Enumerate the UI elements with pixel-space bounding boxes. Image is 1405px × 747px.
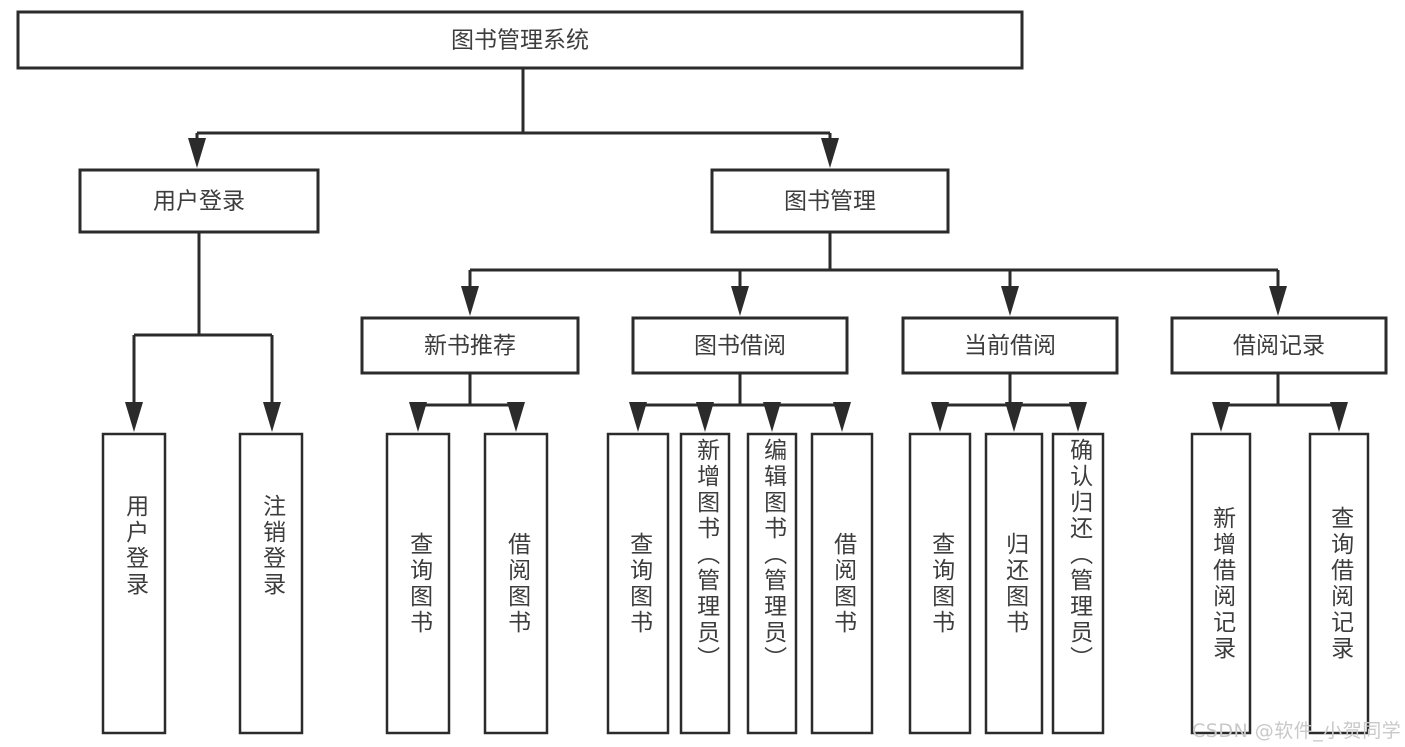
leaf-leaf-add-record-box[interactable] — [1190, 432, 1252, 735]
book-borrow-arrow-3 — [833, 402, 851, 432]
node-new-book-recommend-label: 新书推荐 — [424, 333, 516, 359]
book-borrow-arrow-0 — [629, 402, 647, 432]
node-book-manage-label: 图书管理 — [784, 189, 876, 215]
current-borrow-arrow-0 — [931, 402, 949, 432]
node-book-borrow-box[interactable] — [631, 316, 849, 375]
book-manage-arrow-1 — [731, 286, 749, 316]
node-root-box[interactable] — [16, 10, 1024, 70]
new-book-recommend-arrow-1 — [507, 402, 525, 432]
root-arrow-1 — [821, 138, 839, 168]
node-borrow-record-label: 借阅记录 — [1233, 333, 1325, 359]
leaf-leaf-query-book-1-box[interactable] — [385, 432, 451, 735]
book-borrow-arrow-2 — [763, 402, 781, 432]
current-borrow-arrow-2 — [1069, 402, 1087, 432]
node-book-borrow-label: 图书借阅 — [694, 333, 786, 359]
leaf-leaf-add-book-box[interactable] — [679, 432, 731, 735]
leaf-leaf-return-book-box[interactable] — [984, 432, 1044, 735]
node-root-label: 图书管理系统 — [451, 28, 589, 54]
leaf-leaf-logout-box[interactable] — [238, 432, 304, 735]
book-manage-arrow-3 — [1269, 286, 1287, 316]
user-login-arrow-1 — [263, 402, 281, 432]
leaf-leaf-confirm-return-box[interactable] — [1051, 432, 1105, 735]
node-book-manage-box[interactable] — [710, 168, 950, 234]
node-borrow-record-box[interactable] — [1170, 316, 1388, 375]
watermark-text: CSDN @软件_小贺同学 — [1192, 720, 1402, 742]
root-arrow-0 — [188, 138, 206, 168]
user-login-arrow-0 — [125, 402, 143, 432]
node-new-book-recommend-box[interactable] — [360, 316, 580, 375]
node-current-borrow-label: 当前借阅 — [964, 333, 1056, 359]
node-current-borrow-box[interactable] — [901, 316, 1119, 375]
leaf-leaf-borrow-book-1-box[interactable] — [483, 432, 549, 735]
leaf-leaf-query-book-3-box[interactable] — [908, 432, 972, 735]
leaf-leaf-query-book-2-box[interactable] — [606, 432, 670, 735]
borrow-record-arrow-0 — [1212, 402, 1230, 432]
node-user-login-label: 用户登录 — [153, 189, 245, 215]
leaf-leaf-borrow-book-2-box[interactable] — [810, 432, 874, 735]
node-box-layer — [16, 10, 1388, 735]
connector-layer — [125, 68, 1348, 432]
node-user-login-box[interactable] — [78, 168, 320, 234]
leaf-leaf-user-login-box[interactable] — [101, 432, 167, 735]
new-book-recommend-arrow-0 — [409, 402, 427, 432]
book-borrow-arrow-1 — [696, 402, 714, 432]
book-manage-arrow-0 — [461, 286, 479, 316]
leaf-leaf-query-record-box[interactable] — [1308, 432, 1370, 735]
book-manage-arrow-2 — [1001, 286, 1019, 316]
leaf-leaf-edit-book-box[interactable] — [746, 432, 798, 735]
current-borrow-arrow-1 — [1005, 402, 1023, 432]
borrow-record-arrow-1 — [1330, 402, 1348, 432]
